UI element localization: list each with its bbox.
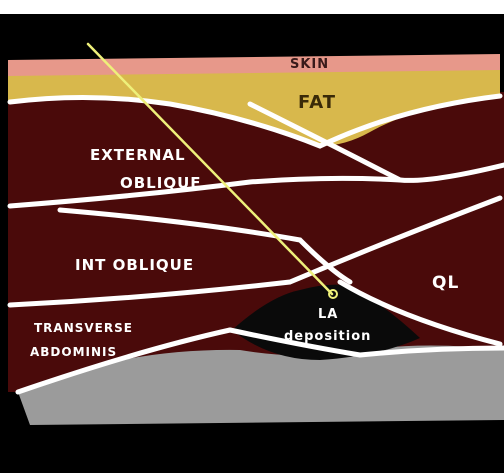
label-transversus-1: TRANSVERSE: [34, 321, 133, 335]
label-transversus-2: ABDOMINIS: [30, 345, 117, 359]
label-external-oblique-1: EXTERNAL: [90, 146, 186, 164]
label-internal-oblique: INT OBLIQUE: [75, 256, 194, 274]
label-fat: FAT: [298, 92, 336, 113]
label-deposition-2: deposition: [284, 329, 371, 344]
label-deposition-1: LA: [318, 307, 338, 322]
white-top-margin: [0, 0, 504, 14]
label-skin: SKIN: [290, 57, 329, 72]
label-external-oblique-2: OBLIQUE: [120, 174, 202, 192]
label-quadratus-lumborum: QL: [432, 273, 459, 293]
